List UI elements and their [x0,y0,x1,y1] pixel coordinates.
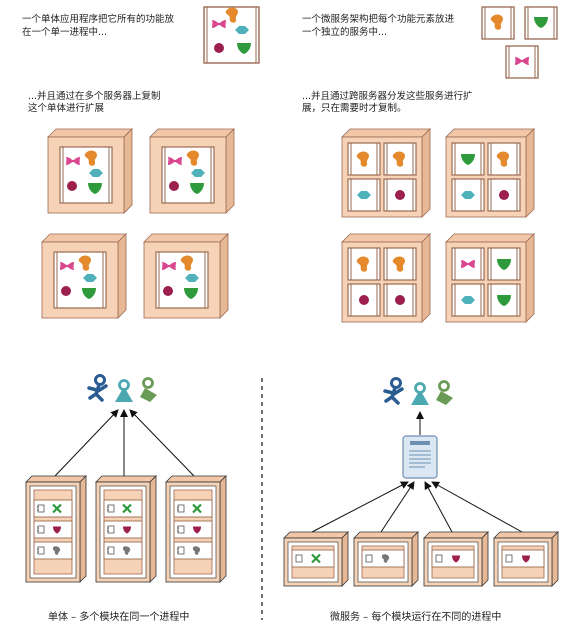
user-green-icon [434,380,455,407]
mono-caption: 单体 – 多个模块在同一个进程中 [48,612,190,623]
micro-server-2 [445,128,535,218]
monolith-process-2 [95,475,157,583]
micro-desc-line-1: 一个微服务架构把每个功能元素放进 [302,14,455,25]
microservice-box-orange [481,6,515,40]
document-icon [402,435,438,479]
monolith-process-1 [25,475,87,583]
monolith-server-2 [150,129,234,213]
micro-process-3 [423,531,489,587]
micro-server-3 [341,233,431,323]
microservice-box-pink [505,45,539,79]
micro-server-1 [341,128,431,218]
monolith-app-icon [203,6,260,64]
micro-caption: 微服务 – 每个模块运行在不同的进程中 [330,612,502,623]
micro-process-4 [493,531,559,587]
micro-scale-line-2: 展，只在需要时才复制。 [302,103,407,114]
monolith-server-4 [144,234,228,318]
micro-process-1 [283,531,349,587]
users-group-micro [383,376,455,407]
monolith-server-1 [48,129,132,213]
user-teal-icon [409,382,431,407]
micro-desc-line-2: 一个独立的服务中... [302,27,388,38]
user-blue-icon [87,373,108,402]
micro-server-4 [445,233,535,323]
microservice-box-green [524,6,558,40]
mono-scale-line-1: ...并且通过在多个服务器上复制 [28,91,161,102]
user-blue-icon [383,376,404,405]
mono-desc-line-1: 一个单体应用程序把它所有的功能放 [22,14,175,25]
mono-scale-line-2: 这个单体进行扩展 [28,103,105,114]
users-group-monolith [87,373,159,404]
monolith-server-3 [42,234,126,318]
mono-desc-line-2: 在一个单一进程中... [22,27,108,38]
micro-process-2 [353,531,419,587]
user-teal-icon [113,379,135,404]
monolith-process-3 [165,475,227,583]
micro-scale-line-1: ...并且通过跨服务器分发这些服务进行扩 [302,91,473,102]
user-green-icon [138,377,159,404]
